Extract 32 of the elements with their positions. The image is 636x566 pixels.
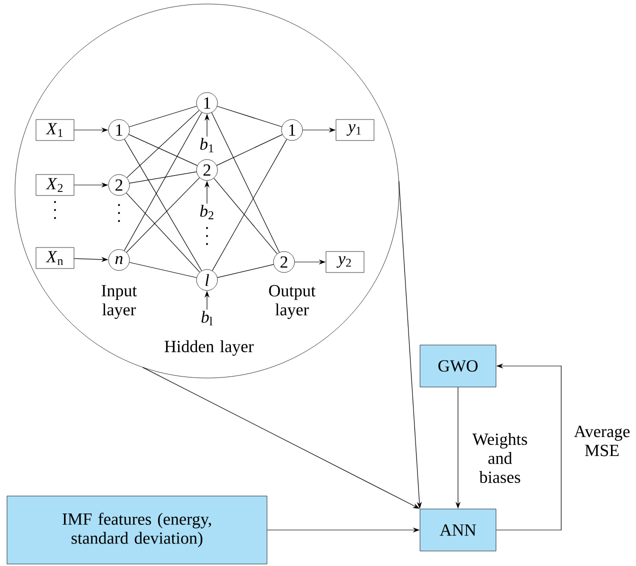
variable-box: X$_{n}$ <box>36 247 74 269</box>
connection-line <box>216 134 283 166</box>
connection-line <box>217 264 274 278</box>
bias-label: b$_{l}$ <box>201 310 212 326</box>
process-box: GWO <box>420 344 496 388</box>
connection-line <box>214 178 278 254</box>
variable-box: X$_{2}$ <box>36 174 74 196</box>
variable-box: X$_{1}$ <box>36 119 74 141</box>
bias-label: b$_{2}$ <box>200 204 214 220</box>
layer-label: Hidden layer <box>164 340 254 356</box>
edge-label: Weights and biases <box>472 433 528 483</box>
connection-line <box>129 262 197 278</box>
connection-line <box>124 138 202 272</box>
input-box: IMF features (energy, standard deviation) <box>6 496 268 564</box>
variable-box: y$_{1}$ <box>336 119 374 141</box>
process-box: ANN <box>420 508 496 552</box>
connection-line <box>211 112 280 253</box>
edge-label: Average MSE <box>574 426 630 456</box>
layer-label: Output layer <box>269 285 316 319</box>
connection-line <box>126 110 200 178</box>
connection-line <box>129 172 197 184</box>
connection-line <box>128 134 198 166</box>
connection-line <box>126 177 200 253</box>
connection-line <box>212 139 288 271</box>
connection-line <box>128 106 198 128</box>
connection-line <box>126 192 200 272</box>
variable-box: y$_{2}$ <box>326 251 364 273</box>
connection-line <box>216 106 282 128</box>
layer-label: Input layer <box>102 285 137 319</box>
connection-line <box>124 112 202 251</box>
zoom-circle <box>14 4 400 378</box>
bias-label: b$_{1}$ <box>200 138 214 152</box>
